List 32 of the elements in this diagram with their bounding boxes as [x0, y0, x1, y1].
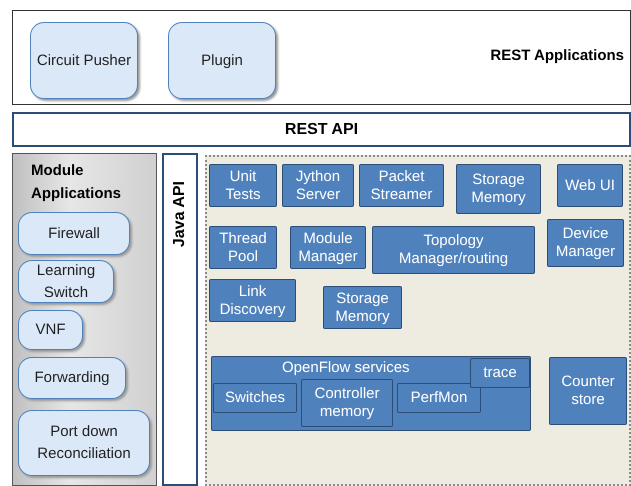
module-box: Port down Reconciliation: [18, 410, 150, 476]
module-box: VNF: [18, 310, 83, 350]
core-services-panel: [205, 155, 631, 486]
api-band: REST API: [12, 112, 631, 147]
service-box: Unit Tests: [209, 164, 277, 207]
service-box: Link Discovery: [209, 279, 296, 322]
service-box: Web UI: [557, 164, 623, 207]
api-band: Java API: [162, 153, 198, 486]
service-box: Thread Pool: [209, 226, 277, 269]
service-box: Switches: [213, 383, 297, 413]
rest-applications-band: [12, 10, 631, 105]
service-box: trace: [470, 358, 530, 388]
service-box: Storage Memory: [323, 286, 402, 329]
module-box: Learning Switch: [18, 260, 114, 303]
service-box: Storage Memory: [456, 164, 541, 214]
service-box: Controller memory: [301, 379, 393, 427]
service-box: Module Manager: [290, 226, 366, 269]
service-box: Counter store: [549, 357, 627, 425]
module-box: Plugin: [168, 22, 276, 99]
service-box: Topology Manager/routing: [372, 226, 535, 274]
module-box: Forwarding: [18, 357, 126, 399]
group-title: OpenFlow services: [282, 359, 410, 376]
module-box: Firewall: [18, 212, 130, 255]
openflow-services-box: [211, 356, 531, 431]
module-box: Circuit Pusher: [30, 22, 138, 99]
panel-heading: Module Applications: [31, 161, 122, 204]
service-box: Packet Streamer: [359, 164, 444, 207]
service-box: PerfMon: [397, 383, 481, 413]
module-applications-panel: [12, 153, 157, 486]
service-box: Jython Server: [282, 164, 354, 207]
band-title: REST Applications: [490, 47, 624, 64]
service-box: Device Manager: [547, 219, 624, 267]
